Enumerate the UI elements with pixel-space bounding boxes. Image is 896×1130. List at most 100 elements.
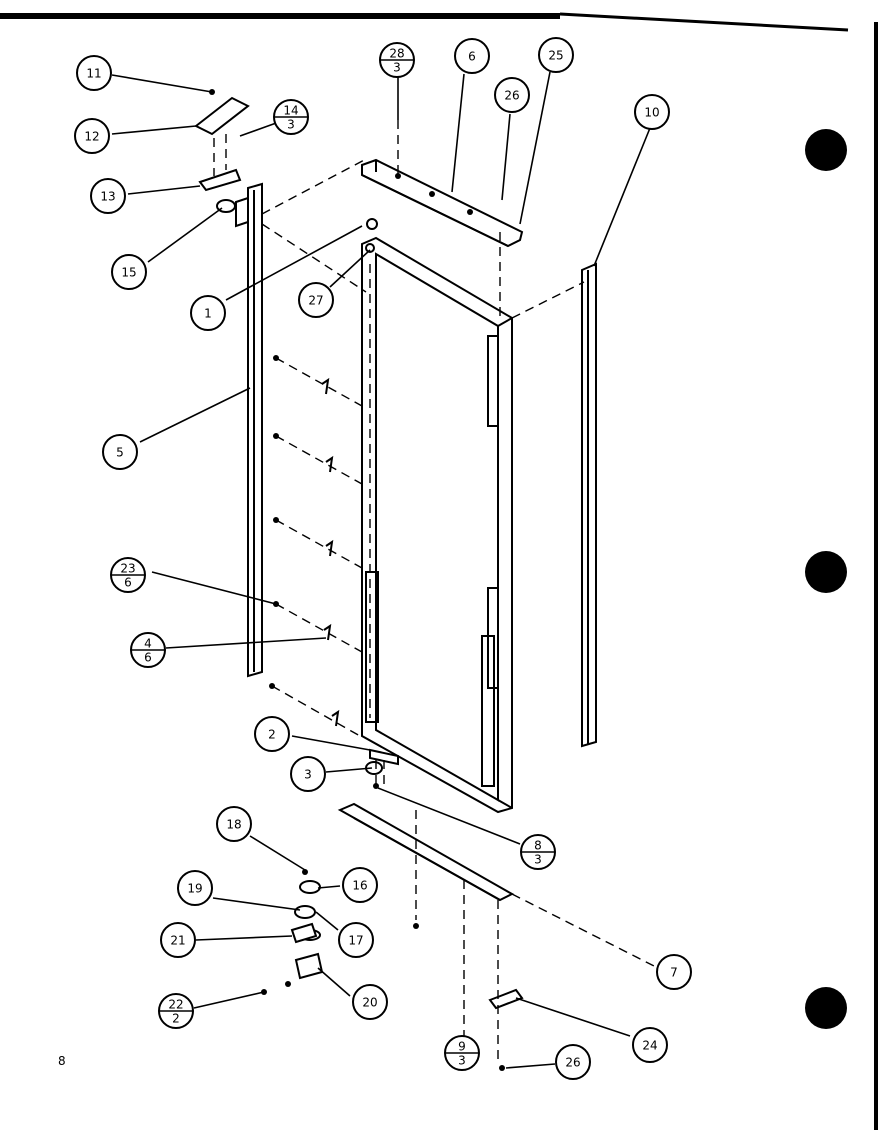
callout-18: 18 (216, 806, 252, 842)
callout-circle (111, 254, 147, 290)
callout-circle (160, 922, 196, 958)
callout-circle (102, 434, 138, 470)
callout-circle (494, 77, 530, 113)
callout-number: 5 (116, 446, 124, 460)
callout-circle (298, 282, 334, 318)
callout-circle (74, 118, 110, 154)
callout-number: 18 (226, 818, 241, 832)
callout-2: 2 (254, 716, 290, 752)
callout-21: 21 (160, 922, 196, 958)
callout-number: 6 (468, 50, 476, 64)
scan-border (0, 12, 878, 1130)
callout-16: 16 (342, 867, 378, 903)
callout-14-over-3: 143 (273, 99, 309, 135)
callout-number: 22 (168, 998, 183, 1012)
callout-number: 26 (565, 1056, 580, 1070)
callout-number: 10 (644, 106, 659, 120)
callout-11: 11 (76, 55, 112, 91)
callout-circle (538, 37, 574, 73)
leader-lines (111, 71, 651, 1069)
callout-20: 20 (352, 984, 388, 1020)
callout-number: 24 (642, 1039, 657, 1053)
callout-number: 3 (458, 1054, 466, 1068)
callout-number: 7 (670, 966, 678, 980)
callout-9-over-3: 93 (444, 1035, 480, 1071)
callout-number: 25 (548, 49, 563, 63)
callout-12: 12 (74, 118, 110, 154)
callout-circle (352, 984, 388, 1020)
part-top-hinge (194, 89, 250, 213)
callout-19: 19 (177, 870, 213, 906)
callout-circle (177, 870, 213, 906)
callout-circle (254, 716, 290, 752)
callout-circle (290, 756, 326, 792)
callout-number: 6 (144, 651, 152, 665)
callout-circle (76, 55, 112, 91)
callout-6: 6 (454, 38, 490, 74)
callout-circle (190, 295, 226, 331)
callout-number: 3 (287, 118, 295, 132)
callout-number: 28 (389, 47, 404, 61)
callout-number: 26 (504, 89, 519, 103)
part-screws-top (395, 173, 505, 1071)
part-bottom-hinge (261, 869, 324, 995)
callout-circle (632, 1027, 668, 1063)
callout-number: 2 (172, 1012, 180, 1026)
callout-28-over-3: 283 (379, 42, 415, 78)
binder-hole-middle (805, 551, 847, 593)
callout-number: 4 (144, 637, 152, 651)
callout-number: 21 (170, 934, 185, 948)
callout-24: 24 (632, 1027, 668, 1063)
callout-number: 15 (121, 266, 136, 280)
callout-circle (634, 94, 670, 130)
callout-number: 9 (458, 1040, 466, 1054)
callout-26: 26 (494, 77, 530, 113)
binder-hole-top (805, 129, 847, 171)
callout-labels: 1112143131512728362625105236462383181619… (74, 37, 692, 1080)
callout-number: 3 (304, 768, 312, 782)
callout-number: 6 (124, 576, 132, 590)
callout-5: 5 (102, 434, 138, 470)
callout-3: 3 (290, 756, 326, 792)
callout-10: 10 (634, 94, 670, 130)
callout-number: 23 (120, 562, 135, 576)
callout-circle (555, 1044, 591, 1080)
callout-26: 26 (555, 1044, 591, 1080)
callout-circle (454, 38, 490, 74)
callout-number: 2 (268, 728, 276, 742)
callout-number: 3 (393, 61, 401, 75)
callout-circle (216, 806, 252, 842)
callout-8-over-3: 83 (520, 834, 556, 870)
callout-number: 11 (86, 67, 101, 81)
callout-number: 12 (84, 130, 99, 144)
callout-number: 17 (348, 934, 363, 948)
part-left-strip (235, 182, 263, 678)
callout-number: 8 (534, 839, 542, 853)
callout-number: 20 (362, 996, 377, 1010)
callout-23-over-6: 236 (110, 557, 146, 593)
callout-circle (90, 178, 126, 214)
callout-number: 16 (352, 879, 367, 893)
alignment-lines (261, 120, 659, 1062)
callout-number: 3 (534, 853, 542, 867)
callout-number: 1 (204, 307, 212, 321)
callout-13: 13 (90, 178, 126, 214)
part-door-frame (361, 236, 513, 814)
callout-circle (338, 922, 374, 958)
callout-25: 25 (538, 37, 574, 73)
callout-number: 14 (283, 104, 298, 118)
callout-27: 27 (298, 282, 334, 318)
callout-15: 15 (111, 254, 147, 290)
callout-4-over-6: 46 (130, 632, 166, 668)
callout-number: 27 (308, 294, 323, 308)
part-top-trim (361, 158, 524, 248)
binder-hole-bottom (805, 987, 847, 1029)
part-right-strip (581, 262, 597, 748)
callout-1: 1 (190, 295, 226, 331)
callout-22-over-2: 222 (158, 993, 194, 1029)
callout-circle (342, 867, 378, 903)
callout-circle (656, 954, 692, 990)
callout-number: 19 (187, 882, 202, 896)
